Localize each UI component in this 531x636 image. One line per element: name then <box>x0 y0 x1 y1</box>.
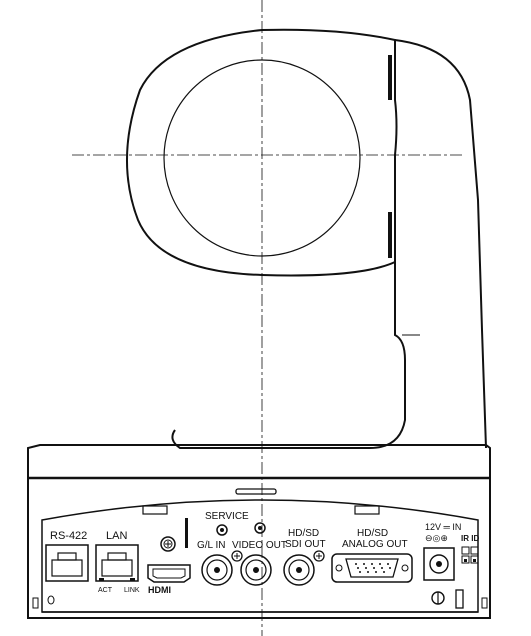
base-upper <box>27 444 491 480</box>
panel-screw-center-outer <box>231 550 243 562</box>
analog-out-screw-right <box>401 564 409 572</box>
hdmi-label: HDMI <box>148 585 171 595</box>
rs422-port: RS-422 <box>45 530 89 582</box>
analog-out-dsub <box>345 558 399 578</box>
sdi-out-bnc-pin <box>296 567 302 573</box>
act-led <box>99 578 104 581</box>
irid-switch: IR ID <box>461 534 479 564</box>
base-top-plate <box>27 444 491 479</box>
security-bar-slot <box>455 589 464 609</box>
analog-out-pins <box>355 563 391 573</box>
link-label: LINK <box>124 587 140 594</box>
sdi-out-bnc-outer <box>283 554 315 586</box>
sdi-out-label-1: HD/SD <box>288 528 319 539</box>
camera-arm <box>171 39 487 449</box>
rs422-latch <box>57 552 77 561</box>
service-jack <box>216 524 228 536</box>
arm-outer-edge <box>394 39 487 449</box>
indicator-bar <box>185 518 188 548</box>
link-led <box>130 578 135 581</box>
service-jack-pin <box>220 528 224 532</box>
analog-out-label-2: ANALOG OUT <box>342 539 408 550</box>
video-out-port: VIDEO OUT <box>232 540 287 586</box>
analog-out-label-1: HD/SD <box>357 528 388 539</box>
analog-out-shell <box>331 553 413 583</box>
hdmi-jack-inner <box>152 568 186 579</box>
video-out-bnc-pin <box>253 567 259 573</box>
lan-label: LAN <box>106 530 127 542</box>
gl-in-bnc-outer <box>201 554 233 586</box>
power-jack-frame <box>423 547 455 581</box>
video-out-label: VIDEO OUT <box>232 540 287 551</box>
camera-head <box>126 28 398 277</box>
irid-dip-2 <box>470 546 479 555</box>
power-jack-pin <box>436 561 442 567</box>
foot-left <box>32 597 39 609</box>
rs422-jack-inner <box>51 559 83 577</box>
audio-jack <box>254 522 266 534</box>
ground-screw-outer <box>160 536 176 552</box>
analog-out-port: HD/SD ANALOG OUT <box>331 528 413 583</box>
lens-ring <box>163 59 361 257</box>
service-port: SERVICE <box>205 511 249 536</box>
panel-slot <box>235 488 277 495</box>
lan-port: LAN ACT LINK <box>95 530 140 594</box>
rs422-label: RS-422 <box>50 530 87 542</box>
audio-jack-pin <box>258 526 262 530</box>
security-slot <box>431 589 464 609</box>
sdi-out-port: HD/SD SDI OUT <box>283 528 326 586</box>
power-in-label: 12V ═ IN <box>425 522 461 532</box>
tab-right <box>354 505 380 515</box>
head-outer <box>126 28 398 277</box>
power-jack-outer <box>429 554 449 574</box>
sdi-out-bnc-ring <box>288 559 310 581</box>
analog-out-screw-left <box>335 564 343 572</box>
irid-dip-3-state <box>464 559 467 562</box>
screw-hole-left <box>47 595 55 605</box>
lan-latch <box>107 552 127 561</box>
connector-panel <box>41 499 479 613</box>
video-out-bnc-ring <box>245 559 267 581</box>
video-out-bnc-outer <box>240 554 272 586</box>
ground-screw-inner <box>163 539 173 549</box>
hdmi-port: HDMI <box>147 564 191 595</box>
irid-dip-4-state <box>473 559 476 562</box>
audio-jack-outer <box>254 522 266 534</box>
gl-in-port: G/L IN <box>197 540 233 586</box>
center-lines <box>72 0 462 636</box>
ground-screw <box>160 536 176 552</box>
arm-inner-edge <box>171 262 406 449</box>
service-label: SERVICE <box>205 511 249 522</box>
foot-right <box>481 597 488 609</box>
power-in-port: 12V ═ IN ⊖◎⊕ <box>423 522 461 581</box>
irid-dip-1 <box>461 546 470 555</box>
rs422-jack <box>45 544 89 582</box>
gl-in-bnc-ring <box>206 559 228 581</box>
hdmi-jack <box>147 564 191 583</box>
irid-dip-4 <box>470 555 479 564</box>
base-body <box>27 478 491 619</box>
irid-label: IR ID <box>461 534 479 543</box>
sdi-screw <box>313 550 325 562</box>
lan-jack <box>95 544 139 582</box>
tab-left <box>142 505 168 515</box>
gl-in-bnc-pin <box>214 567 220 573</box>
panel-screw-center <box>231 550 243 562</box>
sdi-out-label-2: SDI OUT <box>285 539 326 550</box>
lan-jack-inner <box>101 559 133 577</box>
irid-dip-3 <box>461 555 470 564</box>
power-polarity-label: ⊖◎⊕ <box>425 533 448 543</box>
gl-in-label: G/L IN <box>197 540 226 551</box>
base-lower <box>27 478 491 619</box>
act-label: ACT <box>98 587 113 594</box>
